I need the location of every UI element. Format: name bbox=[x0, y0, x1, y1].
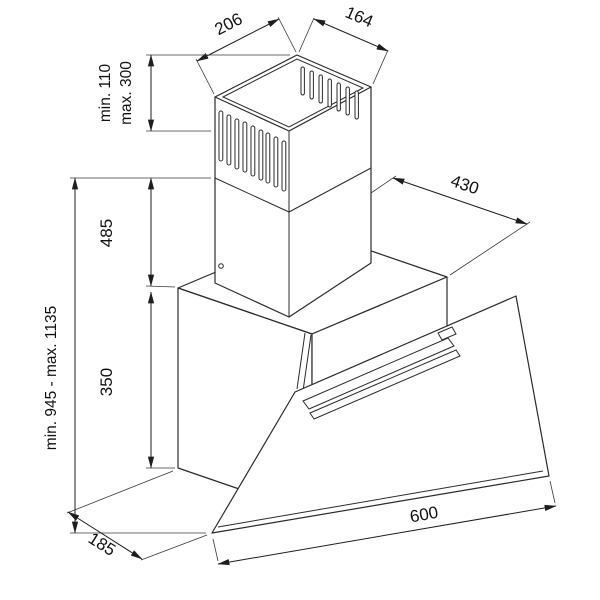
vent-slot bbox=[309, 70, 314, 100]
hinge-arm-line bbox=[296, 332, 306, 390]
vent-slot bbox=[265, 132, 271, 184]
extension-line bbox=[298, 17, 315, 53]
dimension-flue-height: 485 bbox=[97, 177, 176, 288]
dim-label-206: 206 bbox=[212, 9, 246, 39]
dim-label-flue-max: max. 300 bbox=[118, 61, 135, 125]
dimension-base-depth: 185 bbox=[66, 470, 208, 561]
dim-label-485: 485 bbox=[97, 219, 116, 247]
extension-line bbox=[549, 480, 556, 504]
extension-line bbox=[195, 58, 215, 95]
dim-label-600: 600 bbox=[408, 503, 439, 527]
dimension-line bbox=[196, 18, 280, 62]
vent-slot bbox=[345, 86, 350, 116]
air-vent-strip bbox=[309, 349, 461, 420]
extension-line bbox=[66, 470, 174, 514]
vent-slot bbox=[258, 129, 264, 181]
dimension-line bbox=[313, 18, 389, 52]
air-vent-strip bbox=[302, 337, 455, 410]
telescopic-joint-left bbox=[214, 177, 290, 213]
dim-label-164: 164 bbox=[342, 3, 376, 32]
dim-label-overall: min. 945 - max. 1135 bbox=[43, 306, 60, 450]
extension-line bbox=[370, 175, 397, 194]
extension-line bbox=[140, 534, 208, 561]
chimney-inner-rim bbox=[221, 58, 365, 128]
glass-outline bbox=[211, 295, 550, 534]
vent-slots-back-face bbox=[300, 66, 359, 120]
extension-line bbox=[145, 285, 176, 288]
dimension-flue-adjust: min. 110 max. 300 bbox=[97, 54, 290, 132]
dim-label-flue-min: min. 110 bbox=[97, 63, 114, 122]
vent-slot bbox=[226, 114, 232, 166]
chimney-outline bbox=[214, 54, 372, 318]
screw-hole bbox=[218, 263, 224, 269]
hinge-bracket bbox=[437, 326, 457, 341]
extension-line bbox=[277, 16, 297, 53]
vent-slot bbox=[318, 74, 323, 104]
vent-slots-left-face bbox=[218, 110, 287, 192]
dimension-line bbox=[392, 177, 528, 225]
vent-slot bbox=[250, 125, 256, 177]
vent-slot bbox=[281, 140, 287, 192]
extension-line bbox=[372, 49, 389, 85]
extension-line bbox=[449, 221, 531, 276]
extension-line bbox=[212, 538, 219, 562]
dimension-body-height: 350 bbox=[97, 291, 175, 469]
vent-slot bbox=[336, 82, 341, 112]
dim-label-185: 185 bbox=[85, 529, 119, 560]
dimension-width: 600 bbox=[212, 480, 557, 566]
vent-slot bbox=[327, 78, 332, 108]
dim-label-350: 350 bbox=[97, 368, 116, 396]
vent-slot bbox=[234, 118, 240, 170]
vent-slot bbox=[354, 90, 359, 120]
chimney-duct bbox=[214, 54, 372, 318]
telescopic-joint-right bbox=[288, 167, 372, 213]
vent-slot bbox=[300, 66, 305, 96]
glass-panel bbox=[211, 295, 550, 534]
vent-slot bbox=[242, 121, 248, 173]
dimension-line bbox=[67, 511, 143, 560]
vent-slot bbox=[218, 110, 224, 162]
dimension-line bbox=[217, 504, 557, 566]
dim-label-430: 430 bbox=[448, 171, 481, 198]
hinge-arm-line bbox=[302, 334, 312, 392]
vent-slot bbox=[273, 136, 279, 188]
